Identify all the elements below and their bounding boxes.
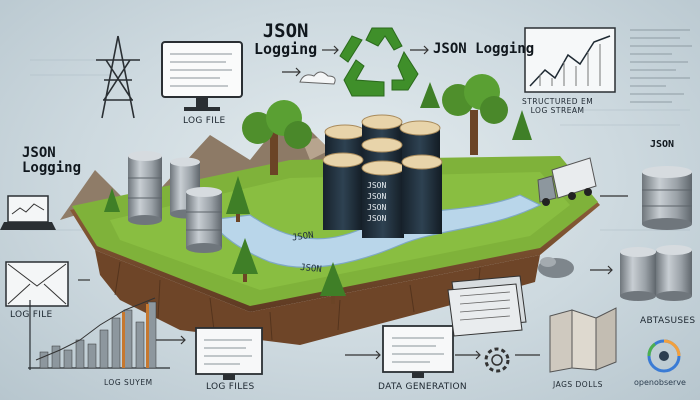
title-left-line1: JSON xyxy=(22,145,56,161)
label-structured-stream: STRUCTURED EM LOG STREAM xyxy=(522,97,593,115)
monitor-log-files xyxy=(195,327,263,380)
json-label-right: JSON xyxy=(650,139,675,150)
json-log-stack xyxy=(322,114,443,238)
power-tower-icon xyxy=(96,35,140,119)
bar-chart-icon xyxy=(28,297,170,370)
log-text-3: JSON xyxy=(367,203,387,212)
recycle-icon xyxy=(339,27,419,97)
label-databases: ABTASUSES xyxy=(640,316,696,326)
database-cylinders-island xyxy=(128,151,222,253)
brand-text: openobserve xyxy=(634,378,686,387)
log-stack-text: JSON JSON JSON JSON xyxy=(367,180,386,224)
title-left: JSON Logging xyxy=(22,146,81,175)
title-center: JSON Logging xyxy=(254,20,318,58)
gear-icon xyxy=(484,347,510,373)
title-center-line2: Logging xyxy=(254,39,318,58)
label-tools: JAGS DOLLS xyxy=(553,380,603,389)
truck-icon xyxy=(537,157,597,206)
monitor-log-file-left xyxy=(5,261,69,307)
monitor-log-file-top xyxy=(161,41,243,111)
log-text-4: JSON xyxy=(367,214,387,223)
label-log-system: LOG SUYEM xyxy=(104,378,153,387)
river-label-2: JSON xyxy=(299,262,323,276)
title-left-line2: Logging xyxy=(22,159,82,176)
documents-icon xyxy=(549,307,617,373)
monitor-data-generation xyxy=(382,325,454,378)
database-cylinders-right xyxy=(620,166,692,301)
title-center-line1: JSON xyxy=(262,20,309,42)
log-text-1: JSON xyxy=(367,181,387,190)
rocks-icon xyxy=(538,257,574,278)
label-log-files: LOG FILES xyxy=(206,382,255,392)
cloud-icon xyxy=(299,71,336,85)
label-structured-line2: LOG STREAM xyxy=(530,106,585,115)
binders-icon xyxy=(447,275,527,337)
label-data-generation: DATA GENERATION xyxy=(378,382,467,392)
log-stream-chart xyxy=(524,27,616,93)
trees xyxy=(104,74,532,304)
laptop-icon xyxy=(0,195,56,230)
openobserve-logo-icon xyxy=(647,339,681,373)
code-notes-right xyxy=(630,29,692,103)
label-log-file-left: LOG FILE xyxy=(10,310,53,320)
log-text-2: JSON xyxy=(367,192,387,201)
label-log-file-top: LOG FILE xyxy=(183,116,226,126)
connector-arrows xyxy=(78,45,628,360)
label-structured-line1: STRUCTURED EM xyxy=(522,97,594,106)
title-right: JSON Logging xyxy=(433,41,535,57)
